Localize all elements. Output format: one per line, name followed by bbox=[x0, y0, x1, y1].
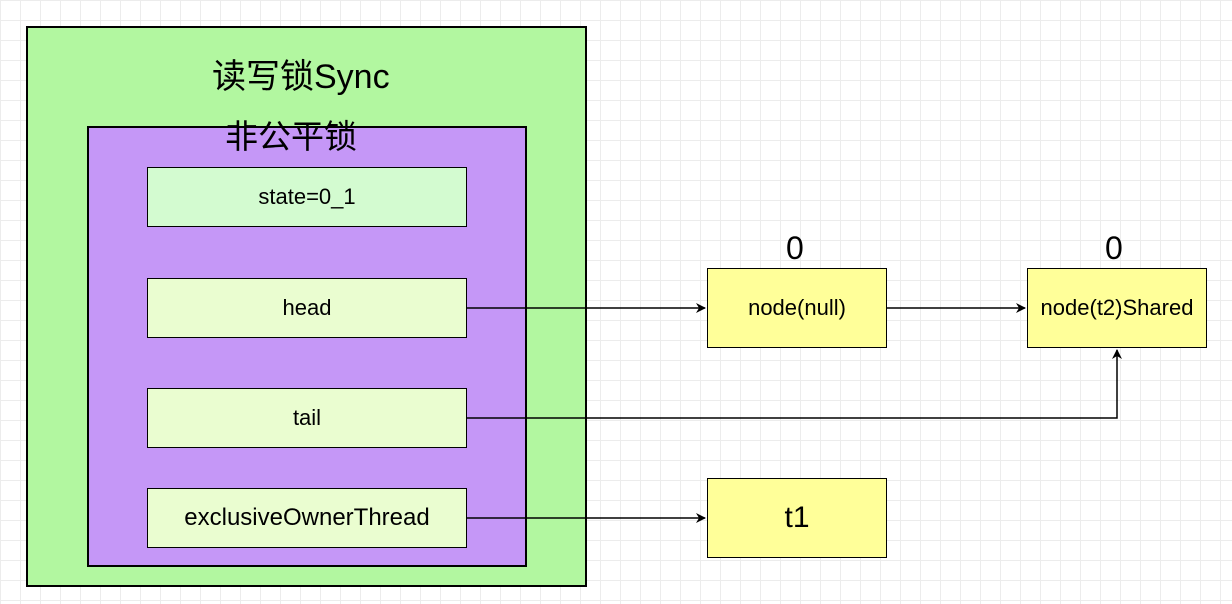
sync-title: 读写锁Sync bbox=[212, 58, 390, 96]
tail-field: tail bbox=[147, 388, 467, 448]
node-null: node(null) bbox=[707, 268, 887, 348]
node-t2-shared: node(t2)Shared bbox=[1027, 268, 1207, 348]
nonfair-lock-title: 非公平锁 bbox=[225, 118, 357, 155]
node-null-count: 0 bbox=[786, 230, 804, 266]
exclusive-owner-thread-field: exclusiveOwnerThread bbox=[147, 488, 467, 548]
state-field: state=0_1 bbox=[147, 167, 467, 227]
thread-t1: t1 bbox=[707, 478, 887, 558]
head-field: head bbox=[147, 278, 467, 338]
node-t2-count: 0 bbox=[1105, 230, 1123, 266]
tail-to-node-arrow bbox=[467, 349, 1122, 419]
